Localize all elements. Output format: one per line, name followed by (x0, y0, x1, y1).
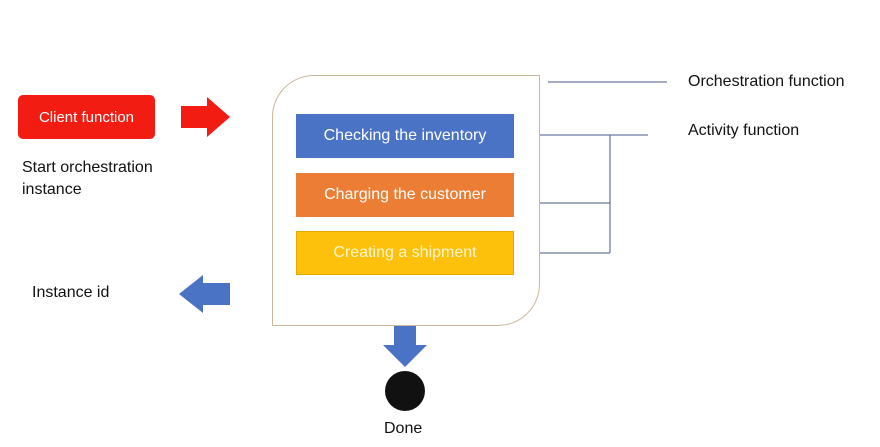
activity-label: Charging the customer (324, 186, 486, 203)
left-arrow-icon (179, 275, 230, 313)
activity-function-label: Activity function (688, 122, 800, 139)
orchestration-function-label: Orchestration function (688, 73, 845, 90)
activity-box-inventory: Checking the inventory (296, 114, 514, 158)
instance-id-label: Instance id (32, 284, 110, 301)
done-label: Done (384, 420, 423, 437)
client-function-box: Client function (18, 95, 155, 139)
right-arrow-icon (181, 97, 230, 137)
activity-box-shipment: Creating a shipment (296, 231, 514, 275)
start-orchestration-label: Start orchestration instance (22, 159, 153, 198)
client-function-label: Client function (38, 108, 135, 126)
activity-label: Checking the inventory (323, 127, 487, 144)
done-circle-icon (385, 371, 425, 411)
activity-box-charging: Charging the customer (296, 173, 514, 217)
activity-label: Creating a shipment (333, 244, 477, 261)
